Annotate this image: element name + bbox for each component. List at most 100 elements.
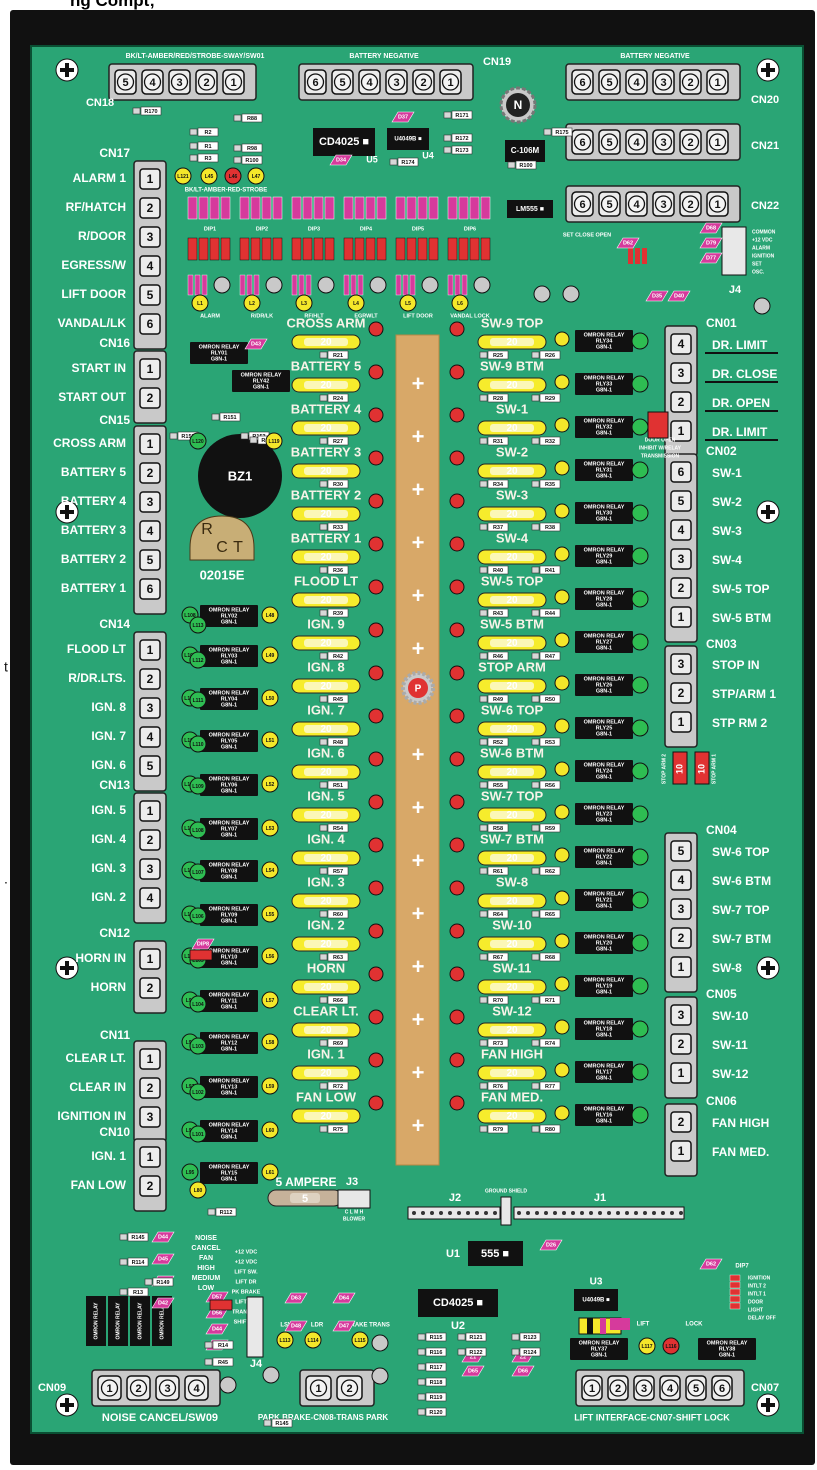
fuse-label: IGN. 1 [307,1046,345,1061]
fuse-label: CROSS ARM [287,315,366,330]
lift-band-stripe [600,1318,606,1334]
connector-pin-number: 1 [315,1383,321,1395]
fuse-5a-label: 5 AMPERE [276,1175,337,1189]
resistor-label: R46 [493,654,503,660]
diode-label: D62 [623,240,633,246]
connector-pin-label: CROSS ARM [53,436,126,450]
page-fragment: t [4,659,8,675]
fuse-blade [304,596,348,604]
fuse-rating: 20 [320,552,332,563]
connector-pin-number: 4 [147,891,154,905]
lock-label: LOCK [686,1322,704,1328]
resistor [539,350,561,360]
connector-pin [139,549,161,571]
connector-pin [139,977,161,999]
resistor [127,1232,149,1242]
dip-switch [272,196,283,220]
resistor-pack [246,274,253,296]
resistor [539,651,561,661]
relay [575,717,633,739]
relay-brand: OMRON RELAY [584,719,625,725]
resistor-label: R64 [493,912,504,918]
resistor-label: R28 [493,396,503,402]
connector-pin-number: 3 [660,137,666,149]
dip-switch [428,196,439,220]
alarm-label: VANDAL LOCK [450,313,490,319]
fuse-pad [292,883,360,893]
relay-vertical-label: OMRON RELAY [159,1302,165,1340]
connector-pin-ring [708,133,727,151]
fuse-label: SW-8 [496,874,528,889]
connector-pin-ring [635,1379,653,1397]
connector-pin-number: 1 [106,1383,112,1395]
transistor [421,276,439,294]
connector-pin-number: 2 [687,199,693,211]
resistor-pack [253,274,260,296]
led-label: L53 [266,826,275,832]
dip-switch [239,196,250,220]
compass [506,93,530,117]
connector-pin-label: SW-5 BTM [712,611,771,625]
connector-pin-ring [573,73,592,91]
diode [284,1320,308,1332]
dip-switch [313,196,324,220]
connector-pin [670,840,692,862]
bus-stud: + [412,954,425,979]
resistor-label: R43 [493,611,503,617]
connector-pin-number: 3 [678,552,685,566]
resistor [539,1038,561,1048]
ic-label: LM555 ■ [516,206,544,213]
resistor-lead [144,1278,153,1286]
connector-pin-number: 4 [147,524,154,538]
resistor [152,1277,174,1287]
connector-pin-label: DR. OPEN [712,396,770,410]
dip-switch [324,196,335,220]
fuse-label: STOP ARM [478,659,546,674]
led [189,995,207,1013]
resistor-label: R62 [545,869,555,875]
mounting-cross [766,63,770,77]
connector-pin-label: IGN. 4 [91,832,126,846]
fuse-led [449,450,465,466]
connector-pin-label: BATTERY 3 [61,523,126,537]
connector-pin [139,491,161,513]
resistor-lead [511,1333,520,1341]
connector-pin [670,606,692,628]
resistor-lead [119,1233,128,1241]
relay-id: RLY03 [221,653,238,659]
led [261,947,279,965]
resistor-lead [531,523,540,531]
relay-id: RLY12 [221,1040,238,1046]
connector-pin [139,755,161,777]
fuse-rating: 20 [506,337,518,348]
connector-title: CN05 [706,987,737,1001]
resistor [487,350,509,360]
resistor-lead [531,824,540,832]
fuse-pad [292,453,360,463]
fuse-pad [292,539,360,549]
fuse-label: CLEAR LT. [293,1003,358,1018]
resistor [327,393,349,403]
diode [667,290,691,302]
diode-label: D63 [291,1295,301,1301]
connector-pin-number: 5 [122,77,128,89]
relay-id: RLY04 [221,696,239,702]
connector-pin-ring [708,195,727,213]
relay-id: RLY09 [221,912,238,918]
strobe-label: BK/LT-AMBER-RED-STROBE [185,188,268,194]
fuse-blade [490,983,534,991]
alarm-label: LIFT DOOR [403,313,433,319]
resistor-lead [543,128,552,136]
compass-letter: N [514,98,523,112]
led-label: L3 [301,301,307,307]
fuse-label: IGN. 8 [307,659,345,674]
connector-pin-number: 1 [678,1144,685,1158]
center-marker [408,678,428,698]
diode-label: D79 [706,240,716,246]
diode-label: D43 [251,341,261,347]
connector-pin-label: SW-8 [712,961,742,975]
relay-led [631,848,649,866]
relay-led [631,1063,649,1081]
dip-switch [417,237,428,261]
dip-switch [187,196,198,220]
